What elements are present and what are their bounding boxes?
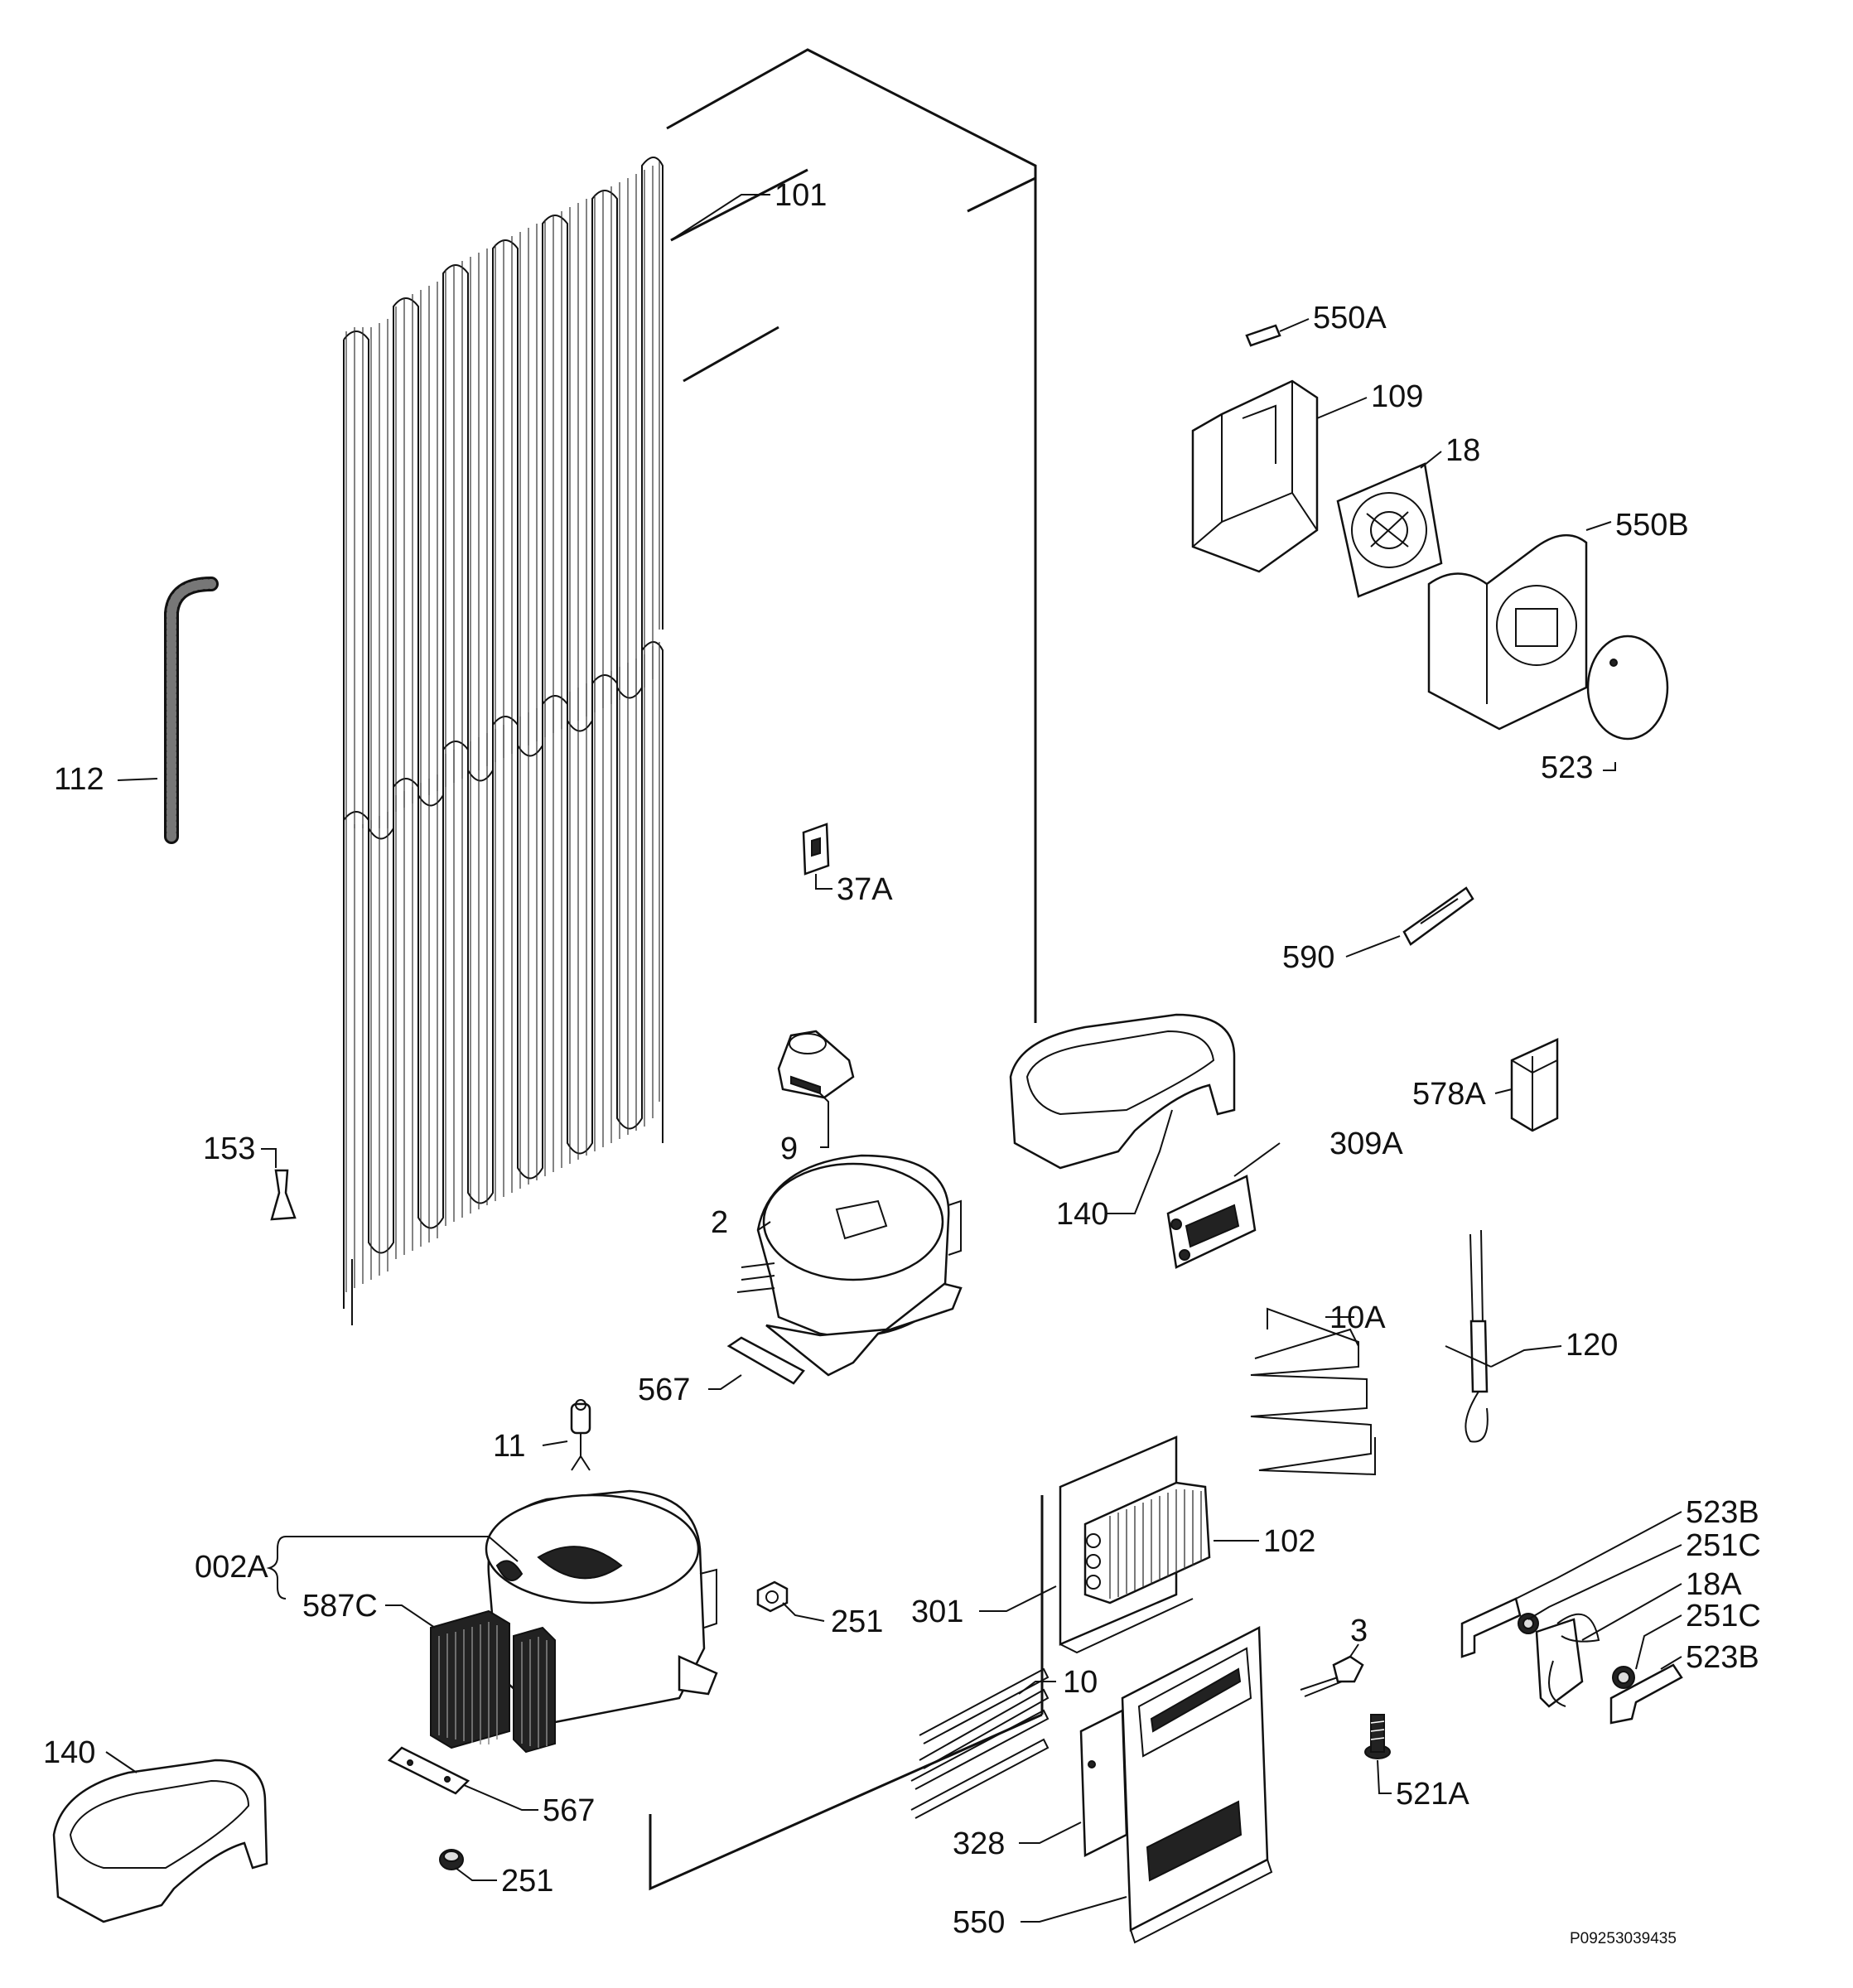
- label-578A: 578A: [1412, 1077, 1486, 1112]
- label-002A: 002A: [195, 1550, 268, 1585]
- label-328: 328: [953, 1826, 1006, 1861]
- plate-567-upper: [726, 1336, 805, 1385]
- part-309A: [1166, 1175, 1257, 1269]
- label-523B-upper: 523B: [1686, 1495, 1759, 1530]
- drain-pipe-112: [164, 577, 219, 844]
- nut-251-upper: [756, 1580, 789, 1613]
- label-550B: 550B: [1615, 508, 1689, 543]
- tray-140-top: [1009, 1013, 1236, 1170]
- label-11: 11: [493, 1429, 526, 1464]
- label-251-upper: 251: [831, 1604, 884, 1639]
- label-10A: 10A: [1329, 1300, 1386, 1335]
- part-153: [270, 1169, 297, 1221]
- leader-lines: [105, 194, 1682, 1923]
- label-101: 101: [774, 178, 828, 213]
- label-523B-lower: 523B: [1686, 1640, 1759, 1675]
- label-587C: 587C: [302, 1589, 378, 1624]
- label-301: 301: [911, 1595, 964, 1629]
- heater-10A: [1250, 1307, 1376, 1476]
- plate-567-lower: [387, 1746, 470, 1795]
- plate-328: [1079, 1709, 1128, 1857]
- label-153: 153: [203, 1132, 256, 1166]
- label-251C-lower: 251C: [1686, 1599, 1761, 1633]
- relay-587C: [430, 1609, 556, 1754]
- bracket-578A: [1510, 1038, 1559, 1132]
- screw-521A: [1364, 1714, 1391, 1759]
- label-309A: 309A: [1329, 1127, 1403, 1161]
- label-521A: 521A: [1396, 1777, 1469, 1812]
- cover-550B: [1427, 533, 1588, 731]
- label-9: 9: [780, 1132, 799, 1166]
- nut-251-lower: [439, 1849, 464, 1870]
- label-18A: 18A: [1686, 1567, 1742, 1602]
- sensor-120: [1445, 1229, 1492, 1443]
- condenser-coil: [343, 157, 664, 1325]
- fan-18: [1336, 462, 1443, 598]
- label-102: 102: [1263, 1524, 1316, 1559]
- label-37A: 37A: [837, 872, 893, 907]
- bracket-37A: [802, 823, 830, 876]
- evaporator-102-301: [1059, 1436, 1211, 1654]
- label-3: 3: [1350, 1614, 1368, 1648]
- label-112: 112: [54, 762, 104, 797]
- clamp-9: [777, 1030, 855, 1099]
- compressor-2: [736, 1154, 963, 1377]
- label-120: 120: [1566, 1328, 1619, 1363]
- part-3: [1300, 1655, 1364, 1697]
- disc-523: [1586, 635, 1669, 741]
- fan-housing-109: [1191, 379, 1319, 573]
- label-550: 550: [953, 1905, 1006, 1940]
- heater-10: [910, 1667, 1050, 1819]
- label-550A: 550A: [1313, 301, 1387, 335]
- label-251C-upper: 251C: [1686, 1528, 1761, 1563]
- part-11: [570, 1399, 591, 1471]
- label-140-top: 140: [1056, 1197, 1109, 1232]
- label-2: 2: [711, 1205, 729, 1240]
- label-109: 109: [1371, 379, 1424, 414]
- label-567-lower: 567: [543, 1793, 596, 1828]
- cabinet-outline: [649, 48, 1044, 1891]
- fan-motor-assembly: [1460, 1597, 1683, 1725]
- label-523: 523: [1541, 750, 1594, 785]
- panel-550: [1121, 1625, 1273, 1944]
- strip-590: [1402, 886, 1474, 946]
- label-567-upper: 567: [638, 1373, 691, 1407]
- label-18: 18: [1445, 433, 1481, 468]
- label-251-lower: 251: [501, 1864, 554, 1899]
- label-590: 590: [1282, 940, 1335, 975]
- label-140-bottom: 140: [43, 1735, 96, 1770]
- label-10: 10: [1063, 1665, 1098, 1700]
- part-550A: [1245, 324, 1281, 347]
- reference-code: P09253039435: [1570, 1930, 1677, 1947]
- tray-140-bottom: [52, 1759, 268, 1923]
